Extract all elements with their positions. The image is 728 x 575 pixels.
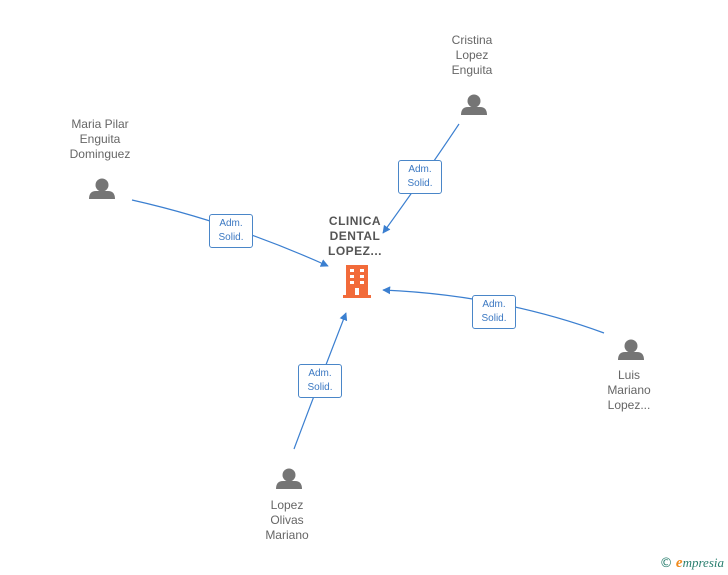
relation-label-line: Adm. xyxy=(482,299,506,310)
relation-label-luis[interactable]: Adm. Solid. xyxy=(472,295,516,329)
person-icon[interactable] xyxy=(276,468,302,490)
person-name-line: Luis xyxy=(617,368,640,382)
relation-label-line: Solid. xyxy=(307,382,333,393)
relation-label-line: Solid. xyxy=(218,232,244,243)
person-name-line: Dominguez xyxy=(69,147,131,161)
person-name-line: Cristina xyxy=(451,33,493,47)
company-name-line: LOPEZ... xyxy=(327,244,382,258)
person-name-line: Mariano xyxy=(265,528,309,542)
person-icon[interactable] xyxy=(618,339,644,361)
person-name-line: Mariano xyxy=(607,383,651,397)
person-name-line: Olivas xyxy=(270,513,304,527)
person-name-line: Lopez xyxy=(455,48,489,62)
relation-label-line: Adm. xyxy=(408,164,432,175)
relation-label-line: Solid. xyxy=(407,178,433,189)
relation-label-cristina[interactable]: Adm. Solid. xyxy=(398,160,442,194)
company-name-line: CLINICA xyxy=(328,214,382,228)
relation-label-line: Solid. xyxy=(481,313,507,324)
relation-label-line: Adm. xyxy=(308,368,332,379)
brand-name: mpresia xyxy=(682,555,724,570)
building-icon[interactable] xyxy=(343,265,371,298)
relation-label-maria[interactable]: Adm. Solid. xyxy=(209,214,253,248)
person-name-line: Enguita xyxy=(79,132,121,146)
copyright-icon: © xyxy=(659,556,673,571)
person-name-luis[interactable]: Luis Mariano Lopez... xyxy=(569,368,689,413)
brand-logo[interactable]: © empresia xyxy=(660,555,724,572)
brand-e-letter: e xyxy=(675,555,683,571)
person-icon[interactable] xyxy=(89,178,115,200)
relation-label-lopez[interactable]: Adm. Solid. xyxy=(298,364,342,398)
person-name-line: Lopez... xyxy=(607,398,651,412)
company-name[interactable]: CLINICA DENTAL LOPEZ... xyxy=(300,214,410,259)
person-icon[interactable] xyxy=(461,94,487,116)
person-name-line: Lopez xyxy=(270,498,304,512)
person-name-line: Maria Pilar xyxy=(71,117,129,131)
person-name-line: Enguita xyxy=(451,63,493,77)
person-name-lopez[interactable]: Lopez Olivas Mariano xyxy=(227,498,347,543)
person-name-maria[interactable]: Maria Pilar Enguita Dominguez xyxy=(40,117,160,162)
relation-label-line: Adm. xyxy=(219,218,243,229)
person-name-cristina[interactable]: Cristina Lopez Enguita xyxy=(412,33,532,78)
company-name-line: DENTAL xyxy=(329,229,381,243)
